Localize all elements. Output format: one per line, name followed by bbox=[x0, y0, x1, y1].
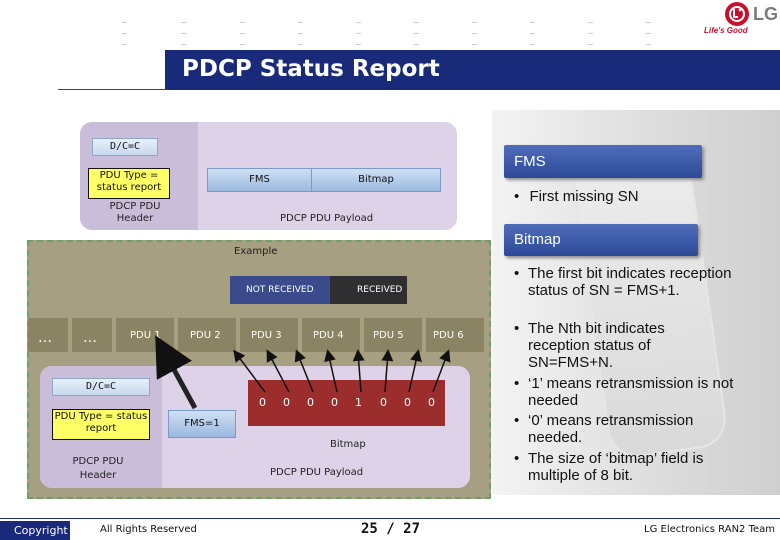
example-dc-field: D/C=C bbox=[52, 378, 150, 396]
pdu-type-field: PDU Type = status report bbox=[88, 168, 170, 199]
page-title: PDCP Status Report bbox=[182, 56, 440, 82]
bullet-dot: • bbox=[514, 320, 520, 337]
ellipsis-2: … bbox=[83, 330, 97, 346]
bitmap-bullet-5: • The size of ‘bitmap’ field is multiple… bbox=[514, 450, 744, 484]
fms-heading-text: FMS bbox=[514, 153, 546, 170]
pdu-cell-4 bbox=[302, 318, 360, 352]
bullet-dot: • bbox=[514, 375, 520, 392]
ellipsis-1: … bbox=[38, 330, 52, 346]
bit-2: 0 bbox=[283, 396, 290, 409]
bitmap-bullet-3-text: ‘1’ means retransmission is not needed bbox=[528, 375, 734, 409]
footer-line bbox=[0, 518, 780, 519]
title-bar bbox=[165, 50, 780, 90]
pdu-label-1: PDU 1 bbox=[130, 330, 161, 341]
example-payload-label: PDCP PDU Payload bbox=[270, 467, 364, 478]
bitmap-bullet-5-text: The size of ‘bitmap’ field is multiple o… bbox=[528, 450, 704, 484]
bitmap-bullet-2-text: The Nth bit indicates reception status o… bbox=[528, 320, 665, 371]
pdu-cell-ellipsis-1 bbox=[28, 318, 68, 352]
footer-team: LG Electronics RAN2 Team bbox=[644, 524, 776, 535]
page-number: 25 / 27 bbox=[361, 521, 421, 537]
bit-5: 1 bbox=[355, 396, 362, 409]
example-bitmap-label: Bitmap bbox=[330, 439, 366, 450]
lg-brand: LG bbox=[753, 4, 778, 24]
example-fms-field: FMS=1 bbox=[168, 410, 236, 438]
bitmap-bullet-2: • The Nth bit indicates reception status… bbox=[514, 320, 744, 371]
pdu-cell-ellipsis-2 bbox=[72, 318, 112, 352]
bit-4: 0 bbox=[331, 396, 338, 409]
pdu-label-4: PDU 4 bbox=[313, 330, 344, 341]
bullet-dot: • bbox=[514, 265, 520, 282]
bitmap-heading: Bitmap bbox=[504, 224, 698, 256]
pdu-label-2: PDU 2 bbox=[190, 330, 221, 341]
bitmap-bullet-4-text: ‘0’ means retransmission needed. bbox=[528, 412, 694, 446]
received-label: RECEIVED bbox=[357, 285, 403, 295]
fms-field: FMS bbox=[207, 168, 312, 192]
fms-bullet-1-text: First missing SN bbox=[529, 188, 639, 205]
bitmap-bits bbox=[248, 380, 445, 426]
bullet-dot: • bbox=[514, 450, 520, 467]
bullet-dot: • bbox=[514, 188, 520, 205]
bitmap-bullet-1: • The first bit indicates reception stat… bbox=[514, 265, 744, 299]
pdu-label-6: PDU 6 bbox=[433, 330, 464, 341]
payload-label: PDCP PDU Payload bbox=[280, 213, 374, 224]
bitmap-bullet-4: • ‘0’ means retransmission needed. bbox=[514, 412, 744, 446]
title-underline bbox=[58, 89, 167, 90]
footer-copyright: Copyright bbox=[14, 524, 68, 537]
header-label: PDCP PDU Header bbox=[109, 201, 161, 224]
fms-heading: FMS bbox=[504, 145, 702, 178]
bit-6: 0 bbox=[380, 396, 387, 409]
example-label: Example bbox=[234, 246, 278, 257]
bitmap-bullet-3: • ‘1’ means retransmission is not needed bbox=[514, 375, 744, 409]
example-header-label: PDCP PDU Header bbox=[72, 456, 124, 481]
lg-logo-icon: LG Life's Good bbox=[700, 0, 780, 46]
pdu-label-5: PDU 5 bbox=[373, 330, 404, 341]
example-pdu-type-field: PDU Type = status report bbox=[52, 409, 150, 440]
not-received-bar bbox=[230, 276, 330, 304]
dc-field: D/C=C bbox=[92, 138, 158, 156]
pdu-cell-6 bbox=[426, 318, 484, 352]
pdu-cell-3 bbox=[240, 318, 298, 352]
bullet-dot: • bbox=[514, 412, 520, 429]
pdu-label-3: PDU 3 bbox=[251, 330, 282, 341]
fms-bullet-1: • First missing SN bbox=[514, 188, 639, 205]
pdu-cell-5 bbox=[364, 318, 422, 352]
lg-tagline: Life's Good bbox=[704, 26, 748, 35]
bit-3: 0 bbox=[307, 396, 314, 409]
bitmap-bullet-1-text: The first bit indicates reception status… bbox=[528, 265, 732, 299]
not-received-label: NOT RECEIVED bbox=[246, 285, 314, 295]
bitmap-heading-text: Bitmap bbox=[514, 231, 561, 248]
received-bar bbox=[330, 276, 407, 304]
footer-rights: All Rights Reserved bbox=[100, 524, 197, 535]
bitmap-field: Bitmap bbox=[311, 168, 441, 192]
footer-copyright-box: Copyright bbox=[0, 521, 70, 540]
bit-7: 0 bbox=[404, 396, 411, 409]
bit-1: 0 bbox=[259, 396, 266, 409]
bit-8: 0 bbox=[428, 396, 435, 409]
